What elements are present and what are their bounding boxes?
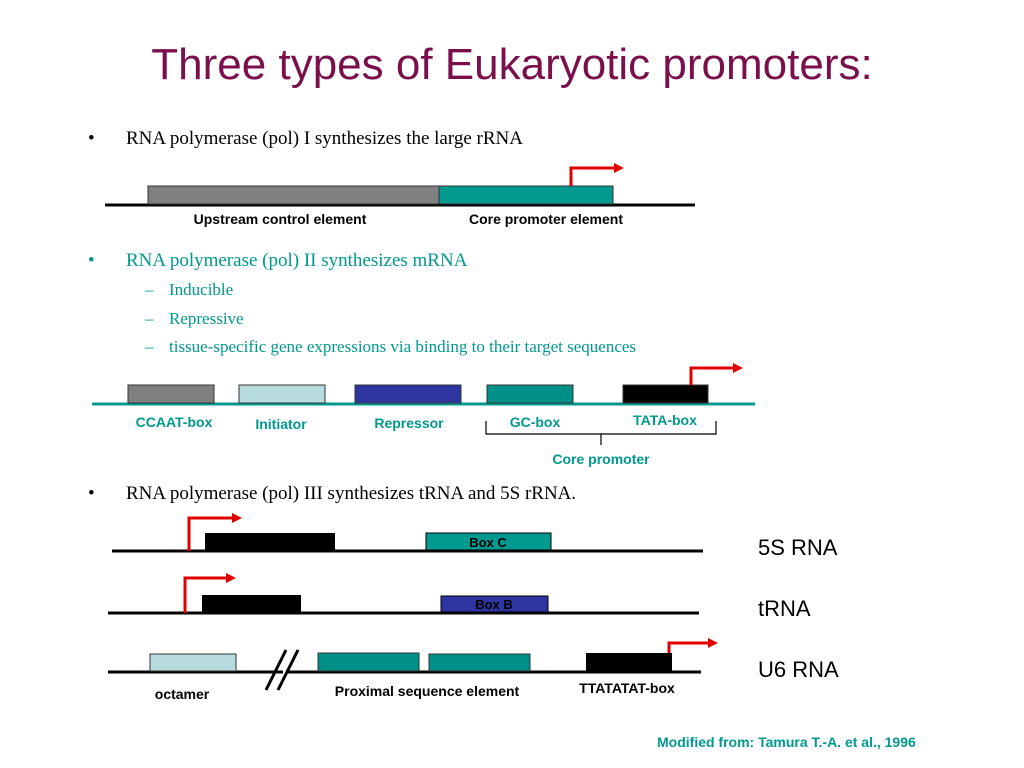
trna-tss-arrowhead xyxy=(226,573,236,583)
u6-ttatatat-box xyxy=(586,653,672,671)
bullet-dot: • xyxy=(88,483,95,504)
pol2-gc-label: GC-box xyxy=(510,414,561,430)
bullet-dot: • xyxy=(88,250,95,271)
sub-tissue-specific: –tissue-specific gene expressions via bi… xyxy=(145,337,636,357)
5s-tss-arrowhead xyxy=(232,513,242,523)
bullet-pol3: • RNA polymerase (pol) III synthesizes tR… xyxy=(88,483,576,505)
pol2-initiator-label: Initiator xyxy=(255,416,307,432)
pol1-upstream-label: Upstream control element xyxy=(194,211,367,227)
pol1-diagram: Upstream control element Core promoter e… xyxy=(105,163,695,227)
u6-tss-arrow xyxy=(667,641,708,653)
pol1-tss-arrow xyxy=(569,166,614,186)
5s-box-c xyxy=(425,532,552,551)
source-credit: Modified from: Tamura T.-A. et al., 1996 xyxy=(657,734,916,750)
u6-pse-label: Proximal sequence element xyxy=(335,683,520,699)
pol1-core-box xyxy=(438,185,614,205)
pol2-initiator-box xyxy=(238,384,326,404)
gene-5s-label: 5S RNA xyxy=(758,535,838,560)
gene-u6-label: U6 RNA xyxy=(758,657,839,682)
sub-repressive-text: Repressive xyxy=(169,309,244,328)
pol2-diagram: CCAAT-box Initiator Repressor GC-box TAT… xyxy=(92,363,755,467)
trna-box-b-label: Box B xyxy=(475,597,513,612)
pol3-u6-diagram: octamer Proximal sequence element TTATAT… xyxy=(108,638,839,702)
trna-gene-box xyxy=(202,595,301,612)
pol2-tata-box xyxy=(622,384,709,404)
sub-repressive: –Repressive xyxy=(145,309,244,329)
5s-tss-arrow xyxy=(187,516,232,551)
sub-tissue-specific-text: tissue-specific gene expressions via bin… xyxy=(169,337,637,356)
u6-break-mark-2 xyxy=(276,649,300,691)
u6-pse-box-1 xyxy=(317,652,420,672)
bullet-pol2-text: RNA polymerase (pol) II synthesizes mRNA xyxy=(126,250,468,271)
bullet-pol2: • RNA polymerase (pol) II synthesizes mRN… xyxy=(88,250,467,272)
pol2-repressor-label: Repressor xyxy=(374,415,444,431)
page-title: Three types of Eukaryotic promoters: xyxy=(151,40,873,89)
u6-tss-arrowhead xyxy=(708,638,718,648)
u6-break-mark-1 xyxy=(264,649,288,691)
pol2-ccaat-label: CCAAT-box xyxy=(136,414,213,430)
sub-dash: – xyxy=(145,280,154,299)
sub-dash: – xyxy=(145,309,154,328)
pol2-tss-arrowhead xyxy=(733,363,743,373)
bullet-pol1: • RNA polymerase (pol) I synthesizes the … xyxy=(88,128,523,150)
u6-pse-box-2 xyxy=(428,653,531,672)
pol2-tata-label: TATA-box xyxy=(633,412,697,428)
pol1-core-label: Core promoter element xyxy=(469,211,623,227)
bullet-pol1-text: RNA polymerase (pol) I synthesizes the l… xyxy=(126,128,523,149)
pol2-tss-arrow xyxy=(689,366,733,385)
5s-box-c-label: Box C xyxy=(469,535,507,550)
bullet-dot: • xyxy=(88,128,95,149)
gene-trna-label: tRNA xyxy=(758,596,811,621)
sub-inducible: –Inducible xyxy=(145,280,233,300)
pol2-gc-box xyxy=(486,384,574,404)
u6-octamer-box xyxy=(149,653,237,672)
u6-ttatatat-label: TTATATAT-box xyxy=(579,680,675,696)
pol2-repressor-box xyxy=(354,384,462,404)
trna-box-b xyxy=(440,595,549,613)
pol3-trna-diagram: Box B tRNA xyxy=(108,573,811,621)
u6-octamer-label: octamer xyxy=(155,686,210,702)
sub-dash: – xyxy=(145,337,154,356)
pol2-ccaat-box xyxy=(127,384,215,404)
trna-tss-arrow xyxy=(183,576,226,613)
pol1-upstream-box xyxy=(147,185,440,205)
pol2-core-promoter-label: Core promoter xyxy=(552,451,650,467)
5s-gene-box xyxy=(205,533,335,550)
pol1-tss-arrowhead xyxy=(614,163,624,173)
sub-inducible-text: Inducible xyxy=(169,280,234,299)
pol3-5s-diagram: Box C 5S RNA xyxy=(112,513,838,560)
bullet-pol3-text: RNA polymerase (pol) III synthesizes tRN… xyxy=(126,483,577,504)
